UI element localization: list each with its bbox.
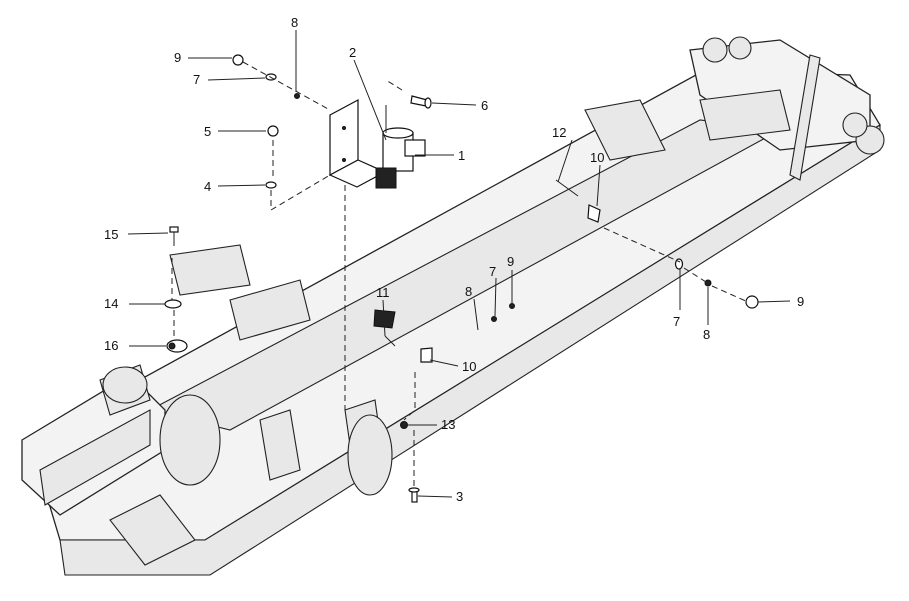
callout-13: 13 bbox=[441, 417, 455, 432]
chassis-frame bbox=[21, 36, 885, 576]
callout-8: 8 bbox=[703, 327, 710, 342]
callout-7: 7 bbox=[673, 314, 680, 329]
leader-lines bbox=[127, 30, 791, 498]
callout-10: 10 bbox=[590, 150, 604, 165]
callout-14: 14 bbox=[104, 296, 118, 311]
callout-10: 10 bbox=[462, 359, 476, 374]
callout-3: 3 bbox=[456, 489, 463, 504]
callout-15: 15 bbox=[104, 227, 118, 242]
callout-2: 2 bbox=[349, 45, 356, 60]
hardware-parts bbox=[164, 54, 759, 503]
callout-labels: 9 7 8 2 6 5 1 4 12 10 15 7 9 8 11 14 16 … bbox=[104, 15, 804, 504]
callout-8: 8 bbox=[291, 15, 298, 30]
callout-1: 1 bbox=[458, 148, 465, 163]
callout-9: 9 bbox=[174, 50, 181, 65]
callout-7: 7 bbox=[489, 264, 496, 279]
callout-16: 16 bbox=[104, 338, 118, 353]
assembly-lines bbox=[171, 61, 749, 486]
callout-4: 4 bbox=[204, 179, 211, 194]
callout-11: 11 bbox=[376, 285, 390, 300]
callout-12: 12 bbox=[552, 125, 566, 140]
callout-7: 7 bbox=[193, 72, 200, 87]
callout-8: 8 bbox=[465, 284, 472, 299]
callout-5: 5 bbox=[204, 124, 211, 139]
callout-9: 9 bbox=[797, 294, 804, 309]
callout-9: 9 bbox=[507, 254, 514, 269]
motor-pump-unit bbox=[375, 105, 426, 189]
callout-6: 6 bbox=[481, 98, 488, 113]
